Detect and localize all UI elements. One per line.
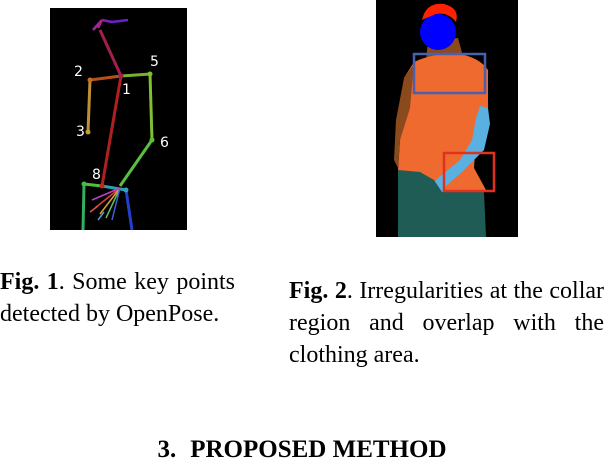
keypoint-label-5: 5 [150,54,159,70]
skeleton-hand [89,187,121,221]
skeleton-hip-left [101,184,127,192]
keypoint-label-2: 2 [74,64,83,80]
skeleton-head [92,18,129,31]
skeleton-left-shoulder [120,72,151,78]
keypoint-label-8: 8 [92,167,101,183]
figure-2-caption-label: Fig. 2 [289,278,347,304]
segment-right-arm [420,106,490,206]
figure-1-caption-label: Fig. 1 [0,269,59,295]
overlap-region-box [442,151,496,193]
figure-2-caption: Fig. 2. Irregularities at the collar reg… [289,275,604,371]
skeleton-left-lower-arm [118,139,154,187]
keypoint-label-3: 3 [76,124,85,140]
skeleton-left-upper-arm [148,73,154,141]
figure-2-caption-text: . Irregularities at the collar region an… [289,278,604,368]
segment-face [420,14,456,50]
skeleton-joints [81,71,155,193]
skeleton-right-leg [81,183,86,230]
segment-pants [398,170,486,237]
section-heading: 3. PROPOSED METHOD [0,434,604,466]
collar-region-box [412,52,487,95]
skeleton-neck [98,29,123,77]
skeleton-left-leg [124,189,134,230]
keypoint-label-6: 6 [160,135,169,151]
segment-hair [422,3,457,22]
figure-1-caption: Fig. 1. Some key points detected by Open… [0,266,235,330]
segment-left-arm-skin [394,64,414,168]
keypoint-label-1: 1 [122,82,131,98]
skeleton-torso [100,75,123,187]
skeleton-hip-right [83,182,103,188]
skeleton-right-upper-arm [86,79,92,133]
section-number: 3. [157,436,177,463]
section-title: PROPOSED METHOD [190,436,447,463]
skeleton-right-shoulder [89,74,122,82]
figure-1-openpose-image: 2 5 1 3 6 8 [50,8,187,230]
figure-1-caption-text: . Some key points detected by OpenPose. [0,269,235,327]
figure-2-segmentation-image [376,0,518,237]
